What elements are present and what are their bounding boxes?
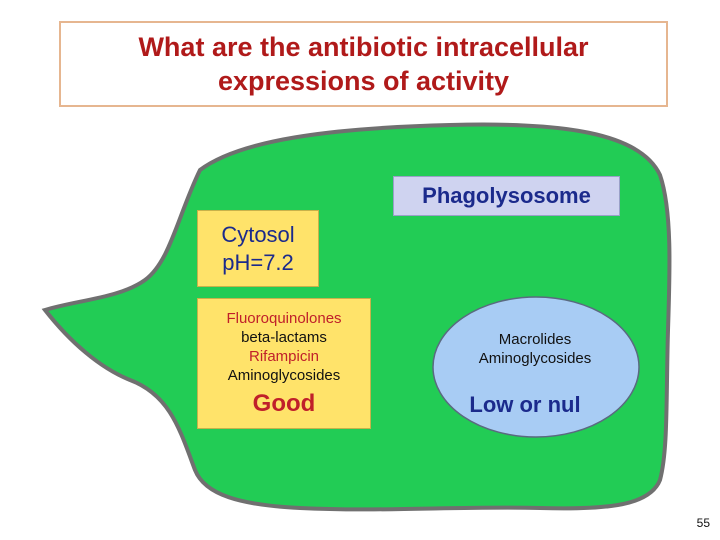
phagolysosome-activity: Low or nul	[440, 392, 610, 418]
cytosol-name: Cytosol	[221, 221, 294, 249]
phagolysosome-drugs: Macrolides Aminoglycosides	[440, 330, 630, 368]
drug-item: Aminoglycosides	[228, 366, 341, 385]
phagolysosome-label: Phagolysosome	[393, 176, 620, 216]
page-number: 55	[697, 516, 710, 530]
drug-item: Macrolides	[440, 330, 630, 349]
drug-item: beta-lactams	[241, 328, 327, 347]
cytosol-activity: Good	[253, 389, 316, 419]
drug-item: Rifampicin	[249, 347, 319, 366]
drug-item: Fluoroquinolones	[226, 309, 341, 328]
cytosol-drugs-box: Fluoroquinolones beta-lactams Rifampicin…	[197, 298, 371, 429]
drug-item: Aminoglycosides	[440, 349, 630, 368]
cytosol-label: Cytosol pH=7.2	[197, 210, 319, 287]
cytosol-ph: pH=7.2	[222, 249, 294, 277]
phagolysosome-label-text: Phagolysosome	[422, 183, 591, 209]
